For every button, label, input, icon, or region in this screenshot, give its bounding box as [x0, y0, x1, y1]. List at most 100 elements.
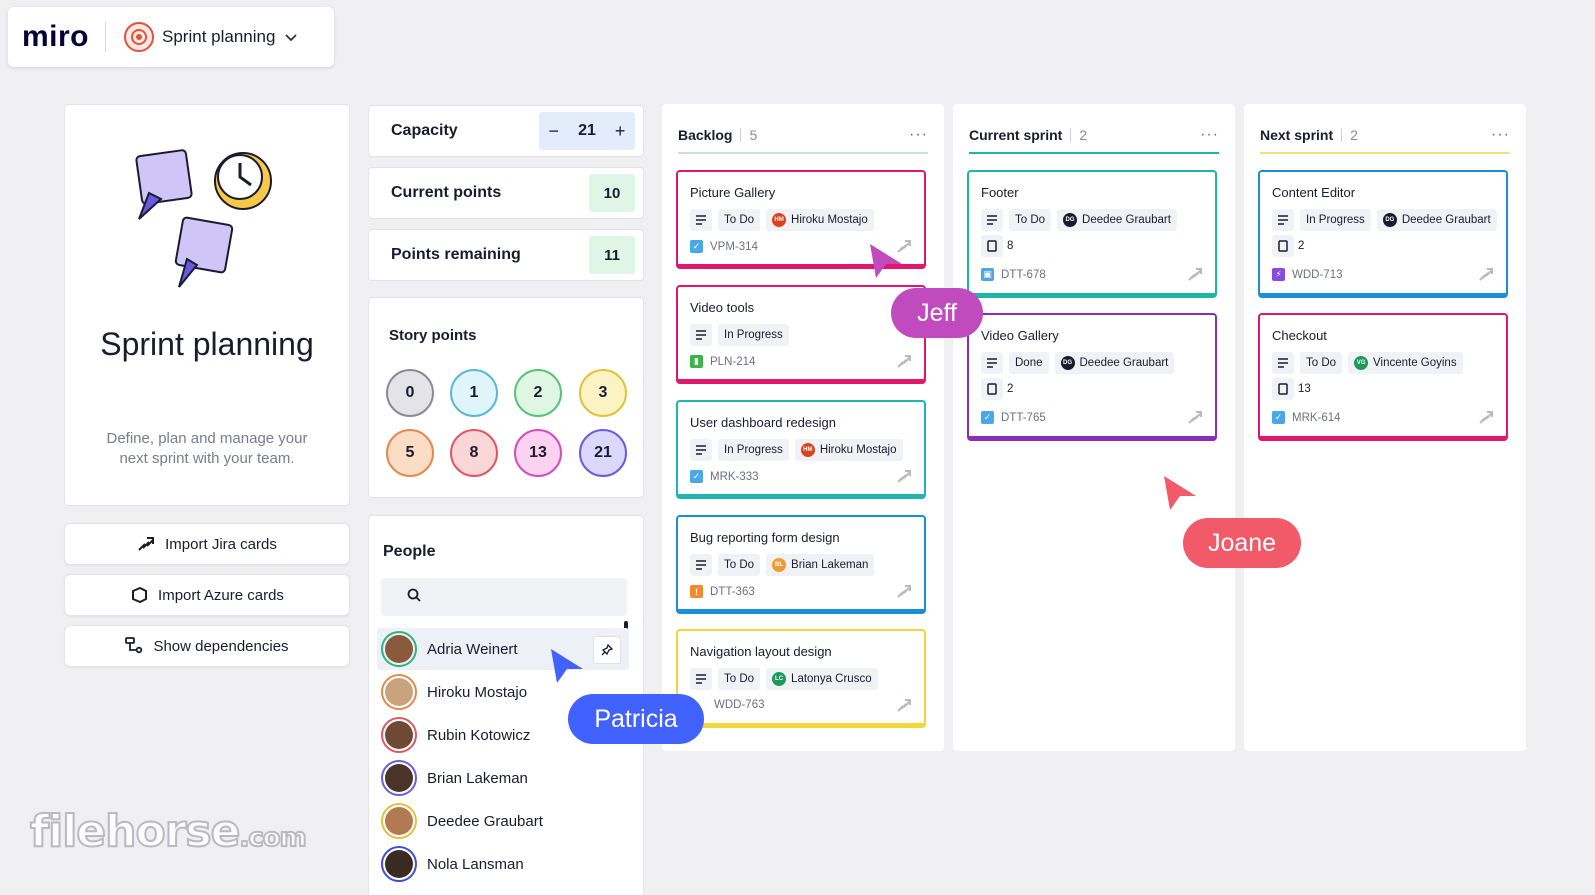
status-badge[interactable]: In Progress [718, 439, 789, 461]
search-icon [407, 588, 421, 602]
person-item[interactable]: Deedee Graubart [377, 800, 629, 842]
cursor-arrow-icon [1164, 476, 1196, 510]
show-dependencies-button[interactable]: Show dependencies [64, 625, 350, 667]
description-icon [690, 668, 712, 690]
story-points-badge: 13 [1272, 378, 1311, 400]
description-icon [981, 352, 1003, 374]
card-key: ▮ PLN-214 [690, 355, 755, 368]
issue-key: VPM-314 [710, 240, 758, 253]
bookmark-icon: ▮ [690, 355, 703, 368]
sprint-illustration-icon [135, 149, 272, 288]
person-item[interactable]: Rubin Kotowicz [377, 714, 629, 756]
avatar [381, 846, 417, 882]
more-options-icon[interactable]: ··· [1491, 126, 1510, 143]
story-point-13[interactable]: 13 [514, 429, 562, 477]
story-point-8[interactable]: 8 [450, 429, 498, 477]
miro-logo[interactable]: miro [22, 20, 90, 53]
lightning-icon: ⚡ [1272, 268, 1285, 281]
current-points-label: Current points [391, 184, 502, 201]
story-points-title: Story points [389, 327, 477, 344]
column-divider [1070, 128, 1072, 142]
status-badge[interactable]: Done [1009, 352, 1049, 374]
cursor-arrow-icon [551, 649, 583, 683]
status-badge[interactable]: To Do [1009, 209, 1052, 231]
status-badge[interactable]: To Do [718, 209, 761, 231]
description-icon [690, 554, 712, 576]
status-badge[interactable]: In Progress [718, 324, 789, 346]
avatar: BL [772, 558, 787, 572]
jira-icon [1188, 411, 1202, 424]
people-search-input[interactable] [381, 578, 627, 616]
check-icon: ✓ [981, 411, 994, 424]
person-item[interactable]: Hiroku Mostajo [377, 671, 629, 713]
points-icon [981, 378, 1003, 400]
status-badge[interactable]: In Progress [1300, 209, 1371, 231]
card[interactable]: Video tools In Progress ▮ PLN-214 [676, 285, 926, 384]
story-points-badge: 2 [981, 378, 1013, 400]
story-point-0[interactable]: 0 [386, 369, 434, 417]
capacity-value[interactable]: 21 [578, 122, 596, 139]
issue-key: MRK-614 [1292, 411, 1341, 424]
story-point-3[interactable]: 3 [579, 369, 627, 417]
board-name[interactable]: Sprint planning [162, 27, 276, 46]
cursor-label-jeff: Jeff [891, 288, 983, 338]
card-title: Video Gallery [981, 328, 1059, 343]
column-title: Backlog [678, 127, 733, 143]
intro-panel: Sprint planning Define, plan and manage … [64, 104, 350, 506]
avatar [381, 631, 417, 667]
jira-icon [897, 585, 911, 598]
import-jira-button[interactable]: Import Jira cards [64, 523, 350, 565]
avatar [381, 760, 417, 796]
assignee-name: Latonya Crusco [791, 673, 872, 685]
increment-button[interactable]: + [614, 120, 626, 141]
more-options-icon[interactable]: ··· [909, 126, 928, 143]
person-item[interactable]: Brian Lakeman [377, 757, 629, 799]
status-badge[interactable]: To Do [718, 668, 761, 690]
card-title: Footer [981, 185, 1019, 200]
capacity-stepper: − 21 + [539, 112, 635, 150]
decrement-button[interactable]: − [548, 120, 560, 141]
status-badge[interactable]: To Do [1300, 352, 1343, 374]
column-title: Current sprint [969, 127, 1063, 143]
person-item[interactable]: Nola Lansman [377, 843, 629, 885]
points-remaining-label: Points remaining [391, 246, 521, 263]
jira-icon [897, 240, 911, 253]
status-badge[interactable]: To Do [718, 554, 761, 576]
more-options-icon[interactable]: ··· [1200, 126, 1219, 143]
avatar: HM [800, 443, 815, 457]
story-point-5[interactable]: 5 [386, 429, 434, 477]
avatar [381, 803, 417, 839]
assignee-badge[interactable]: LC Latonya Crusco [766, 668, 878, 690]
points-icon [1272, 235, 1294, 257]
import-azure-button[interactable]: Import Azure cards [64, 574, 350, 616]
story-point-21[interactable]: 21 [579, 429, 627, 477]
avatar: LC [772, 672, 787, 686]
assignee-name: Vincente Goyins [1373, 357, 1457, 369]
story-point-2[interactable]: 2 [514, 369, 562, 417]
intro-description: Define, plan and manage your next sprint… [106, 430, 308, 467]
chevron-down-icon[interactable] [285, 30, 298, 45]
person-item[interactable]: Adria Weinert [377, 628, 629, 670]
column-count: 5 [749, 127, 758, 143]
card-key: ✓ MRK-333 [690, 470, 759, 483]
story-points-value: 2 [1298, 240, 1305, 252]
story-point-1[interactable]: 1 [450, 369, 498, 417]
pin-icon[interactable] [593, 636, 621, 664]
description-icon [690, 209, 712, 231]
